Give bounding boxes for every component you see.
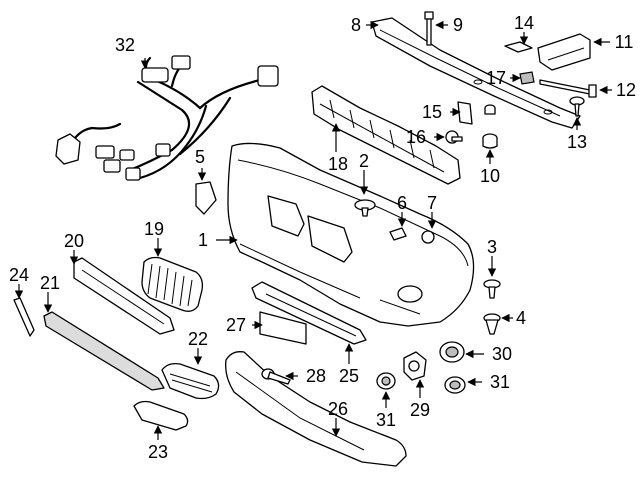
part-24-trim-strip [13,297,35,337]
part-4-push-pin [483,313,501,335]
part-8-impact-bar [371,17,581,129]
part-19-grille [141,256,204,312]
part-6-clip [389,227,407,241]
callout-26: 26 [328,399,348,419]
part-22-side-grille [161,362,220,400]
part-3-screw [483,279,501,299]
callout-24: 24 [9,265,29,285]
callout-19: 19 [144,219,164,239]
leader-lines [14,20,612,440]
part-1-bumper-cover [227,142,475,327]
callout-28: 28 [306,366,326,386]
part-28-bolt [261,368,291,385]
callout-14: 14 [514,13,534,33]
callout-23: 23 [148,442,168,462]
callout-5: 5 [195,147,205,167]
part-31-grommet-right [444,376,466,394]
callout-9: 9 [453,15,463,35]
part-31-grommet-left [376,372,396,390]
callout-32: 32 [115,35,135,55]
part-5-cover [195,181,217,215]
part-15-bracket [457,101,473,125]
callout-12: 12 [616,80,636,100]
callout-22: 22 [188,329,208,349]
part-11-bracket [537,33,591,71]
callout-8: 8 [351,15,361,35]
part-10-nut [482,104,498,149]
part-25-deflector [251,281,367,345]
part-13-screw [569,96,585,117]
part-20-grille-insert [73,257,175,335]
callout-13: 13 [567,132,587,152]
callout-labels: 1 2 3 4 5 6 7 8 9 10 11 12 13 14 15 16 1… [9,13,636,462]
callout-31-left: 31 [376,410,396,430]
part-26-lower-trim [225,351,407,467]
callout-17: 17 [486,68,506,88]
callout-15: 15 [422,102,442,122]
part-7-grommet [421,230,435,244]
part-16-clip [445,130,463,144]
callout-20: 20 [64,231,84,251]
callout-10: 10 [480,166,500,186]
callout-1: 1 [198,230,208,250]
callout-7: 7 [427,193,437,213]
callout-27: 27 [226,315,246,335]
callout-29: 29 [410,400,430,420]
part-23-fog-cover [133,400,189,431]
part-2-screw [354,199,376,217]
callout-6: 6 [397,193,407,213]
part-12-bolt [539,79,597,98]
part-32-wiring-harness [55,55,279,181]
callout-18: 18 [328,154,348,174]
part-9-bolt [424,11,434,46]
callout-11: 11 [615,32,634,52]
callout-2: 2 [359,151,369,171]
callout-31-right: 31 [490,372,510,392]
part-30-sensor-holder [439,341,465,363]
callout-21: 21 [40,273,60,293]
callout-16: 16 [406,127,426,147]
part-14-plate [504,41,533,53]
callout-4: 4 [516,308,526,328]
part-29-sensor [403,351,427,381]
callout-3: 3 [487,237,497,257]
callout-30: 30 [492,344,512,364]
part-17-clip [519,71,535,85]
callout-25: 25 [339,366,359,386]
